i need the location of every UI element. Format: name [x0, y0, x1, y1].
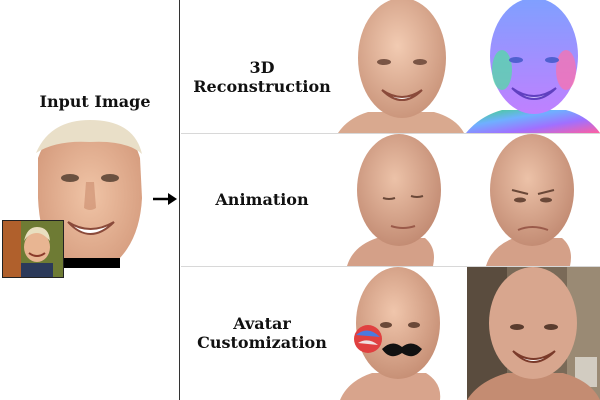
reconstruction-normal-map-head: [466, 0, 600, 133]
reconstruction-shaded-head: [338, 0, 464, 133]
section-label-customization: Avatar Customization: [184, 314, 340, 352]
right-arrow-icon: [153, 192, 177, 206]
input-face-image: [30, 118, 148, 270]
input-image-label: Input Image: [39, 92, 151, 111]
section-label-reconstruction: 3D Reconstruction: [193, 58, 331, 97]
animation-head-frown: [466, 134, 600, 266]
section-label-customization-line1: Avatar: [233, 314, 291, 333]
row-divider: [181, 133, 600, 134]
row-divider: [181, 266, 600, 267]
customization-head-background: [467, 267, 600, 400]
customization-head-mustache: [330, 267, 464, 400]
section-label-animation: Animation: [215, 190, 309, 209]
input-photo-thumbnail: [2, 220, 64, 278]
output-frame: [179, 0, 600, 400]
animation-head-eyes-closed: [333, 134, 459, 266]
section-label-customization-line2: Customization: [197, 333, 327, 353]
